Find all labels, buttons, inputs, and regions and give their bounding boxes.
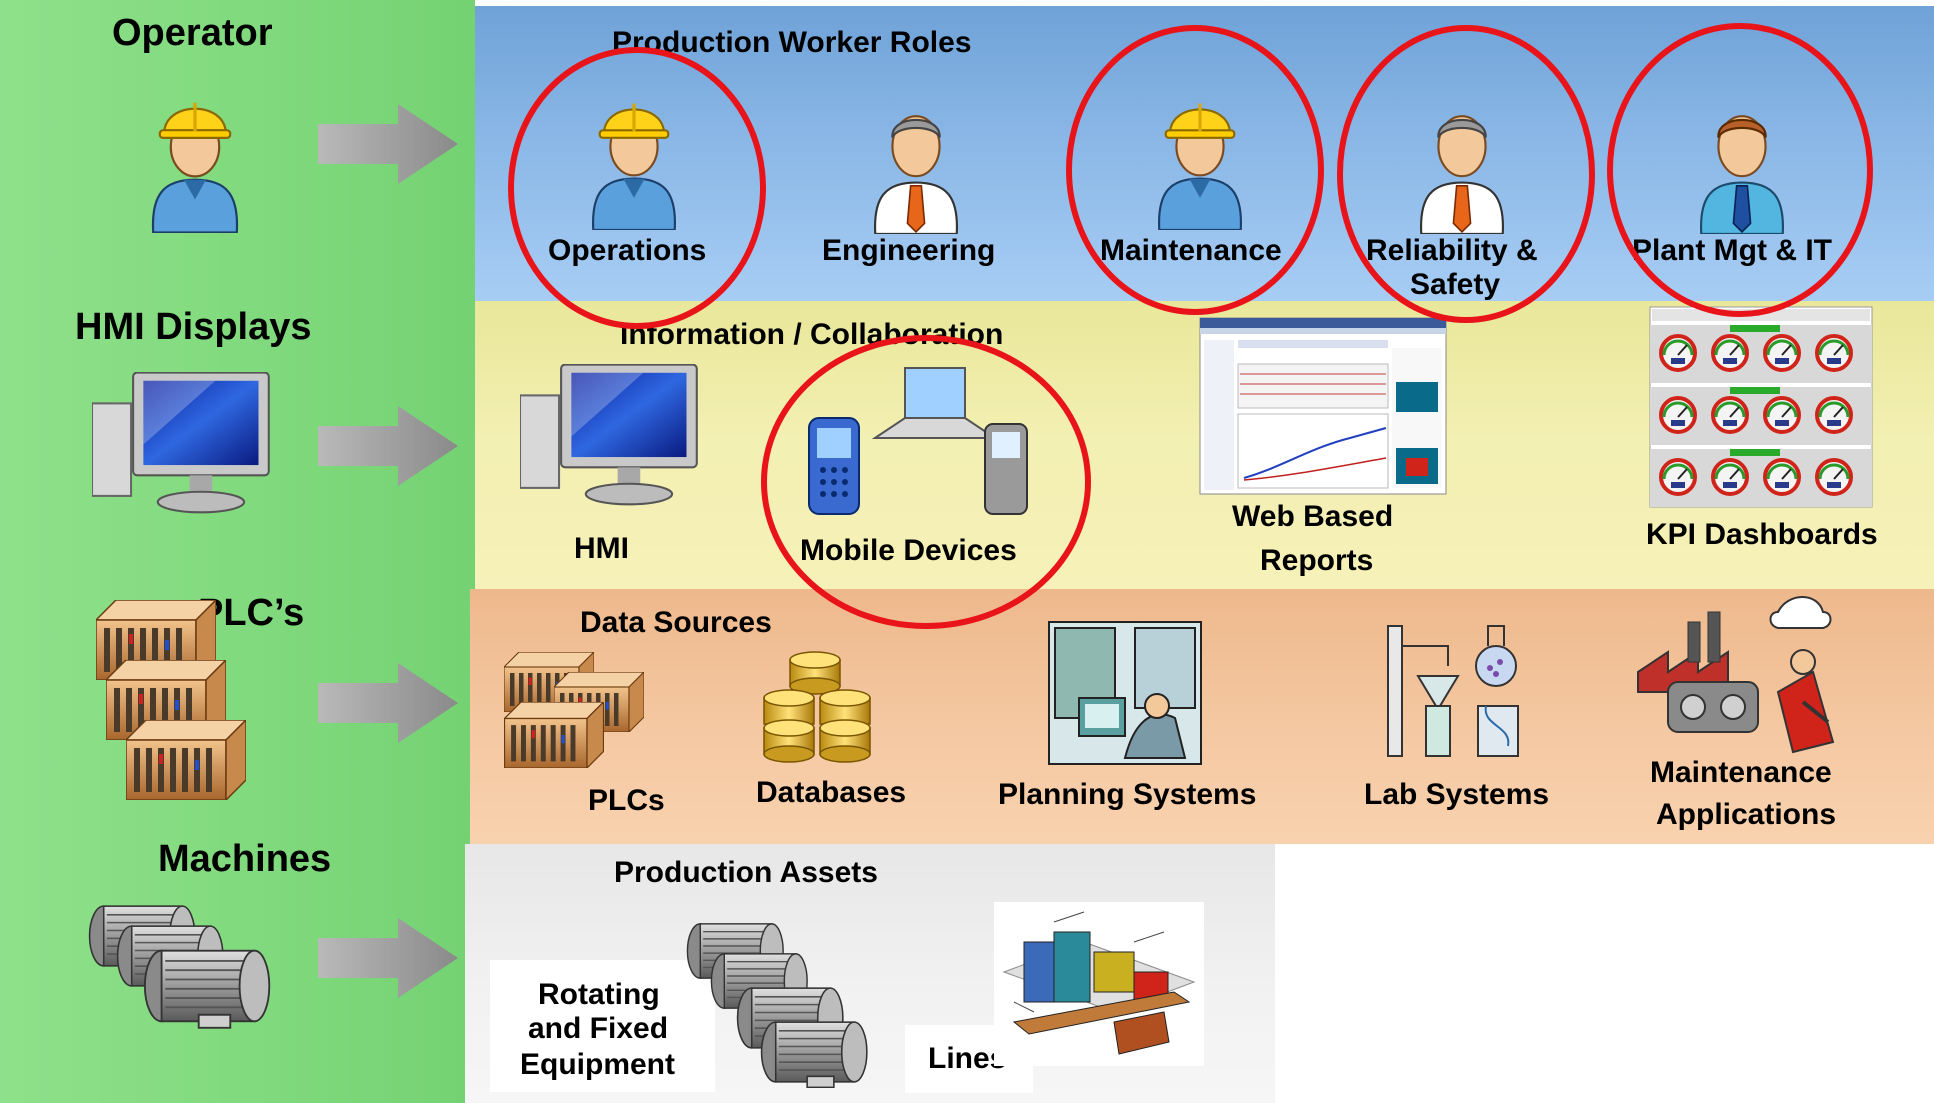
arrow-icon [318, 406, 458, 486]
plant-mgt-label: Plant Mgt & IT [1632, 234, 1832, 267]
plc-rack-icon [96, 600, 246, 800]
mobile-devices-icon [808, 367, 1028, 515]
highlight-circle-mobile-devices [761, 335, 1091, 629]
kpi-dashboard-screenshot [1649, 306, 1873, 508]
databases-label: Databases [756, 776, 907, 809]
arrow-icon [318, 918, 458, 998]
maintenance-applications-icon [1637, 596, 1835, 754]
hmi-label: HMI [574, 532, 629, 565]
operator-label: Operator [112, 12, 273, 54]
operator-worker-icon [151, 101, 239, 233]
lines-label: Lines [928, 1042, 1007, 1075]
engineering-worker-icon [873, 115, 959, 234]
hmi-displays-label: HMI Displays [75, 306, 312, 348]
mobile-devices-label: Mobile Devices [800, 534, 1017, 567]
kpi-dashboards-label: KPI Dashboards [1646, 518, 1878, 551]
planning-systems-label: Planning Systems [998, 778, 1257, 811]
plcs-icon [504, 652, 644, 768]
highlight-circle-plant-mgt [1607, 23, 1873, 317]
hmi-monitor-icon [92, 372, 270, 514]
rotating-label-line2: and Fixed [528, 1012, 669, 1045]
machines-motor-icon [88, 905, 271, 1029]
databases-icon [763, 651, 871, 763]
web-reports-label-line1: Web Based [1232, 500, 1394, 533]
highlight-circle-reliability [1337, 25, 1595, 323]
web-report-screenshot [1199, 317, 1447, 495]
rotating-label-line3: Equipment [520, 1048, 675, 1081]
planning-systems-icon [1048, 621, 1202, 765]
rotating-label-line1: Rotating [538, 978, 660, 1011]
assets-title: Production Assets [614, 856, 878, 889]
web-reports-label-line2: Reports [1260, 544, 1374, 577]
data-sources-title: Data Sources [580, 606, 772, 639]
reliability-label-line1: Reliability & [1366, 234, 1538, 267]
arrow-icon [318, 663, 458, 743]
rotating-equipment-icon [686, 923, 868, 1088]
maintenance-applications-label-line2: Applications [1656, 798, 1837, 831]
arrow-icon [318, 104, 458, 184]
lab-systems-icon [1387, 625, 1519, 757]
maintenance-applications-label-line1: Maintenance [1650, 756, 1832, 789]
lab-systems-label: Lab Systems [1364, 778, 1550, 811]
highlight-circle-operations [508, 47, 766, 329]
hmi-monitor-icon [520, 364, 698, 506]
plcs-label: PLCs [588, 784, 665, 817]
reliability-label-line2: Safety [1410, 268, 1501, 301]
maintenance-role-label: Maintenance [1100, 234, 1282, 267]
operations-label: Operations [548, 234, 707, 267]
machines-label: Machines [158, 838, 332, 880]
highlight-circle-maintenance [1066, 25, 1324, 315]
rotating-label-box [490, 960, 715, 1092]
engineering-label: Engineering [822, 234, 996, 267]
left-column [0, 0, 475, 1103]
info-title: Information / Collaboration [620, 318, 1004, 351]
production-lines-icon [994, 902, 1204, 1066]
